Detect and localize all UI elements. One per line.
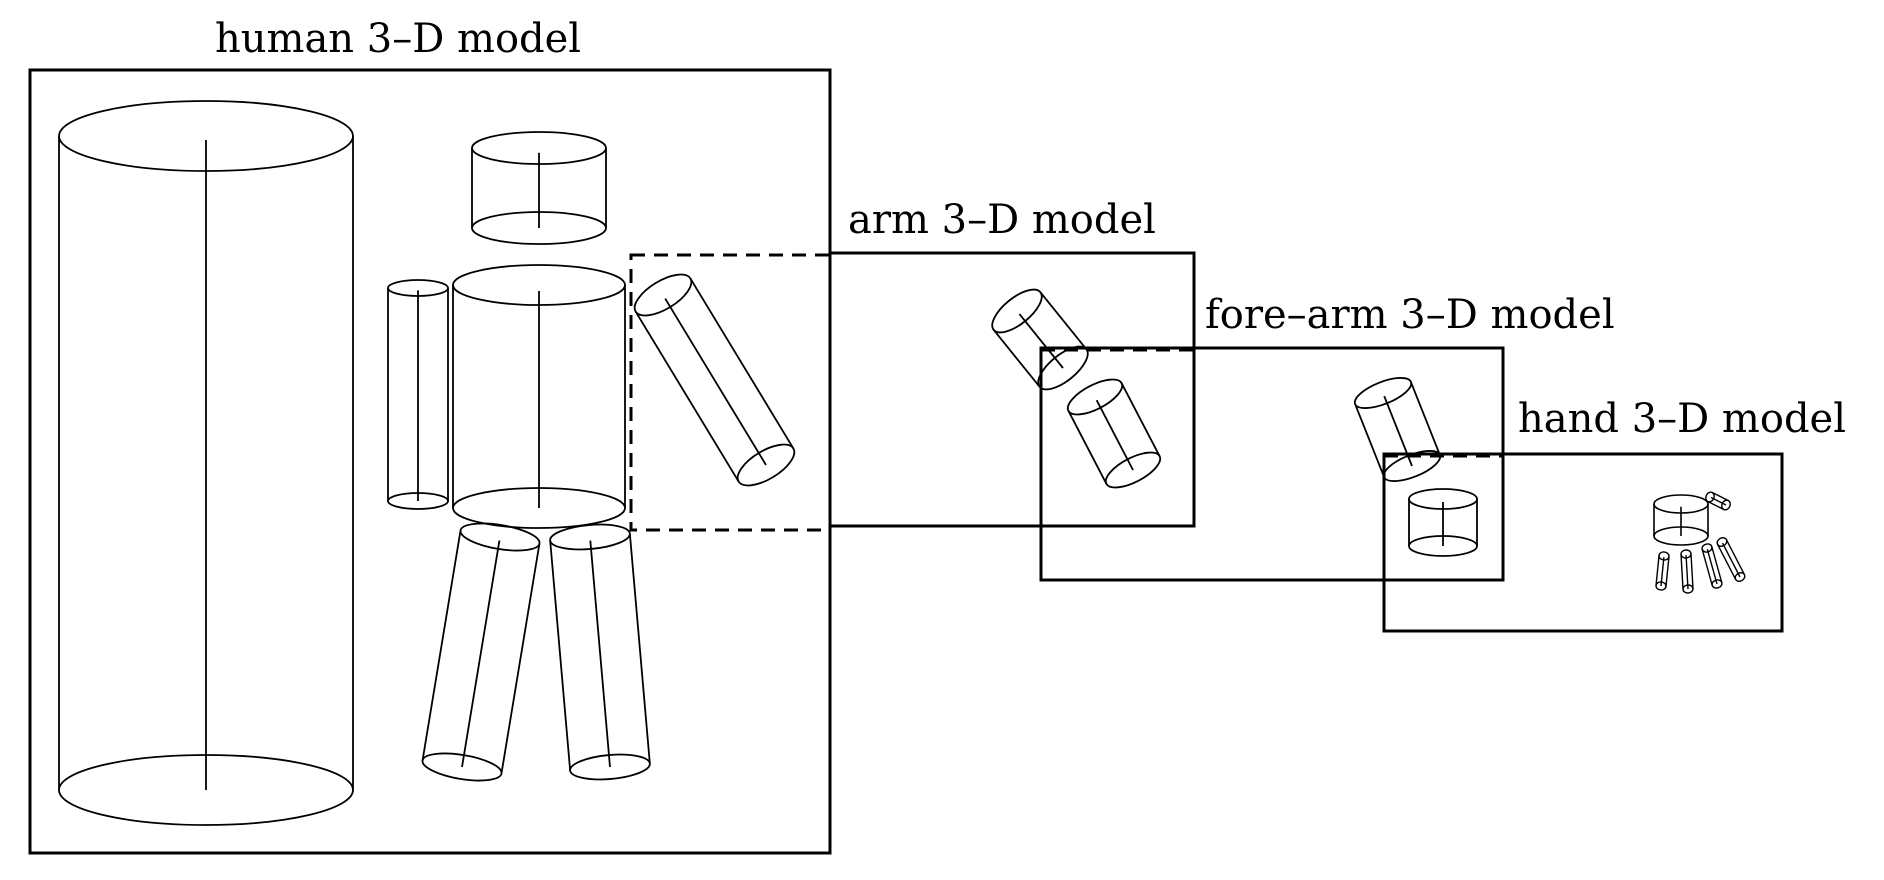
- head-cylinder: [471, 131, 607, 245]
- whole-body-cylinder: [58, 100, 354, 826]
- arm-zoom-region: [629, 253, 832, 532]
- hand-parts-group: [1653, 491, 1746, 594]
- human-model-frame: [28, 68, 832, 855]
- forearm-parts-group: [1353, 377, 1478, 557]
- palm-cylinder: [1653, 494, 1709, 546]
- human-parts-group: [387, 131, 796, 782]
- forearm-model-frame: [1039, 346, 1505, 582]
- finger-4-cylinder: [1701, 543, 1723, 589]
- hand-zoom-region: [1382, 454, 1505, 582]
- arm-model-label: arm 3–D model: [848, 197, 1156, 243]
- finger-1-cylinder: [1705, 491, 1731, 511]
- right-leg-cylinder: [549, 523, 651, 781]
- finger-5-cylinder: [1716, 537, 1746, 582]
- left-leg-cylinder: [421, 522, 541, 782]
- forearm-cylinder: [1066, 378, 1162, 489]
- upper-arm-cylinder: [991, 288, 1089, 391]
- right-arm-cylinder: [633, 273, 796, 487]
- finger-2-cylinder: [1655, 551, 1670, 591]
- hand-cylinder: [1408, 488, 1478, 557]
- left-arm-cylinder: [387, 279, 449, 510]
- finger-3-cylinder: [1680, 549, 1694, 594]
- torso-cylinder: [452, 264, 626, 529]
- arm-model-frame: [828, 251, 1196, 528]
- forearm-zoom-region: [1039, 348, 1196, 528]
- arm-parts-group: [991, 288, 1162, 489]
- forearm-segment-cylinder: [1353, 377, 1442, 482]
- hand-model-label: hand 3–D model: [1518, 396, 1846, 442]
- human-model-label: human 3–D model: [215, 16, 581, 62]
- forearm-model-label: fore–arm 3–D model: [1205, 292, 1615, 338]
